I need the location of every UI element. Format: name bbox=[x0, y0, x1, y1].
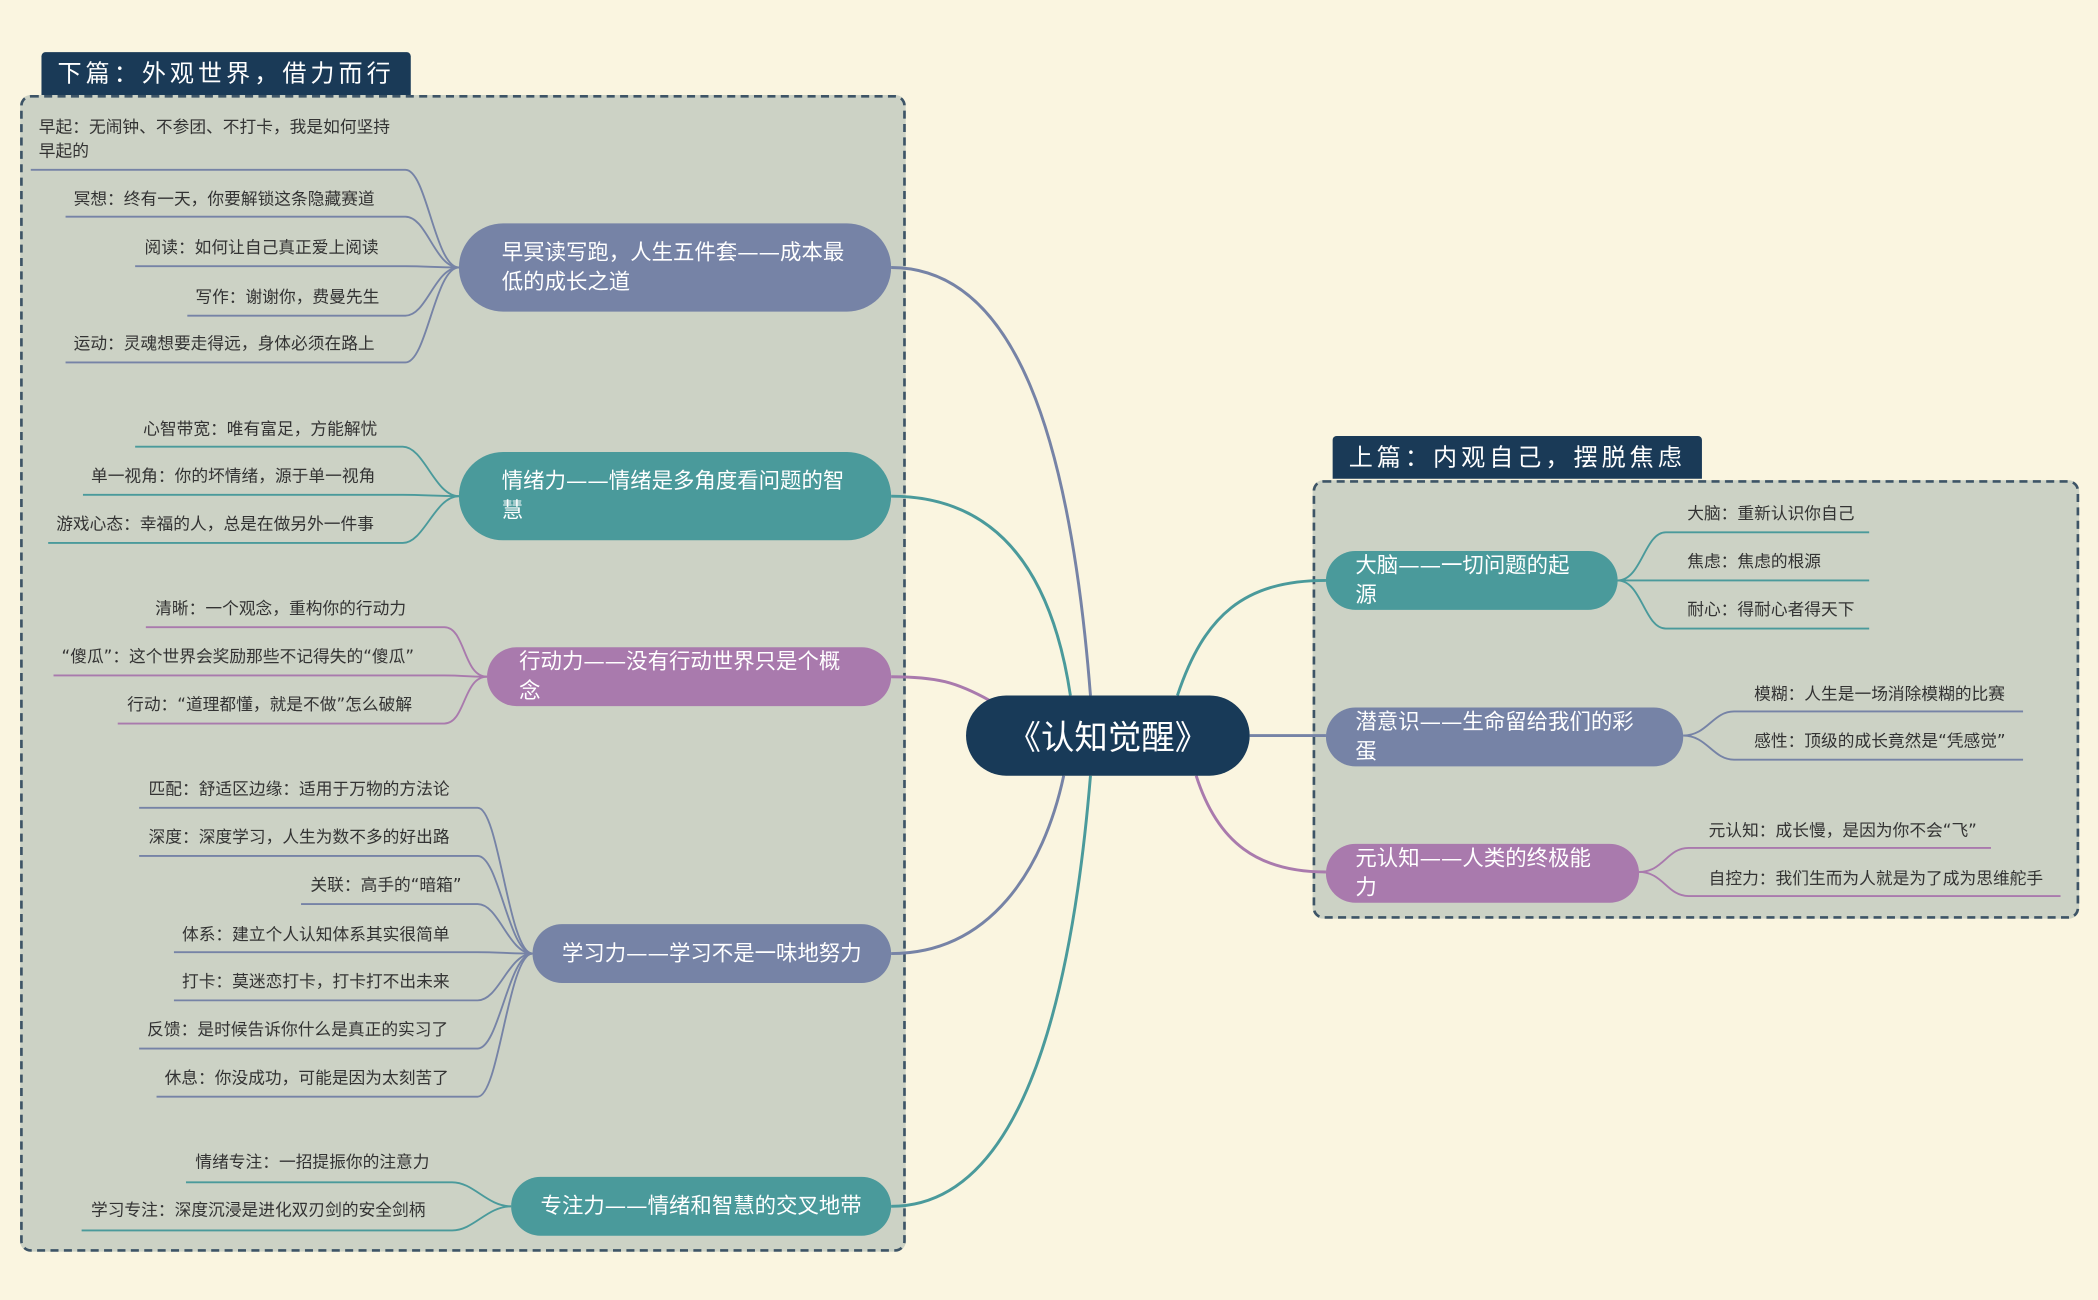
leaf-r0-0: 大脑：重新认识你自己 bbox=[1687, 502, 1855, 523]
leaf-link-l3-5 bbox=[139, 952, 533, 1050]
leaf-l3-2: 关联：高手的“暗箱” bbox=[310, 874, 462, 895]
leaf-link-r2-1 bbox=[1639, 871, 2061, 897]
leaf-l2-1: “傻瓜”：这个世界会奖励那些不记得失的“傻瓜” bbox=[61, 645, 414, 667]
link-central-brain bbox=[1176, 578, 1326, 696]
leaf-r1-0: 模糊：人生是一场消除模糊的比赛 bbox=[1754, 683, 2006, 704]
leaf-r0-1: 焦虑：焦虑的根源 bbox=[1687, 551, 1822, 572]
link-central-learning bbox=[891, 775, 1066, 956]
branch-focus[interactable]: 专注力——情绪和智慧的交叉地带 bbox=[511, 1176, 892, 1236]
leaf-l1-0: 心智带宽：唯有富足，方能解忧 bbox=[143, 418, 378, 439]
leaf-link-l4-1 bbox=[81, 1205, 512, 1232]
leaf-l2-2: 行动：“道理都懂，就是不做”怎么破解 bbox=[127, 694, 413, 715]
leaf-link-r1-0 bbox=[1683, 710, 2024, 737]
leaf-link-l3-4 bbox=[173, 952, 533, 1002]
leaf-l2-0: 清晰：一个观念，重构你的行动力 bbox=[155, 597, 407, 618]
branch-subconscious[interactable]: 潜意识——生命留给我们的彩蛋 bbox=[1325, 707, 1684, 767]
leaf-link-r2-0 bbox=[1639, 846, 1991, 873]
link-central-action bbox=[891, 675, 991, 703]
leaf-r2-0: 元认知：成长慢，是因为你不会“飞” bbox=[1708, 819, 1977, 840]
leaf-link-r0-0 bbox=[1617, 531, 1870, 582]
leaf-link-l2-1 bbox=[53, 674, 488, 678]
leaf-r1-1: 感性：顶级的成长竟然是“凭感觉” bbox=[1754, 730, 2006, 751]
leaf-link-l0-4 bbox=[65, 266, 460, 364]
leaf-l0-1: 冥想：终有一天，你要解锁这条隐藏赛道 bbox=[73, 188, 375, 209]
leaf-link-l0-3 bbox=[187, 266, 460, 317]
leaf-l0-0: 早起：无闹钟、不参团、不打卡，我是如何坚持早起的 bbox=[38, 116, 391, 161]
leaf-link-l0-0 bbox=[30, 168, 460, 269]
right-panel-title: 上篇：内观自己，摆脱焦虑 bbox=[1332, 435, 1702, 479]
leaf-l3-1: 深度：深度学习，人生为数不多的好出路 bbox=[148, 826, 450, 847]
leaf-l1-2: 游戏心态：幸福的人，总是在做另外一件事 bbox=[56, 513, 374, 534]
leaf-link-r1-1 bbox=[1683, 734, 2024, 761]
left-panel-title: 下篇：外观世界，借力而行 bbox=[41, 52, 411, 95]
leaf-r2-1: 自控力：我们生而为人就是为了成为思维舵手 bbox=[1708, 867, 2044, 889]
leaf-link-r0-2 bbox=[1617, 579, 1870, 630]
leaf-l3-3: 体系：建立个人认知体系其实很简单 bbox=[181, 924, 450, 945]
leaf-link-l3-1 bbox=[139, 854, 533, 955]
branch-learning[interactable]: 学习力——学习不是一味地努力 bbox=[532, 924, 892, 983]
leaf-link-l1-0 bbox=[135, 445, 460, 498]
leaf-link-l1-1 bbox=[82, 493, 459, 498]
leaf-link-l3-6 bbox=[156, 952, 533, 1098]
leaf-link-l0-2 bbox=[135, 265, 459, 269]
link-central-five-habits bbox=[891, 266, 1092, 696]
leaf-link-l2-2 bbox=[117, 675, 488, 725]
leaf-l0-2: 阅读：如何让自己真正爱上阅读 bbox=[144, 236, 379, 257]
leaf-r0-2: 耐心：得耐心者得天下 bbox=[1687, 599, 1855, 620]
link-central-emotion bbox=[891, 494, 1072, 696]
leaf-l3-6: 休息：你没成功，可能是因为太刻苦了 bbox=[164, 1067, 449, 1088]
branch-brain[interactable]: 大脑——一切问题的起源 bbox=[1325, 551, 1618, 610]
leaf-l4-0: 情绪专注：一招提振你的注意力 bbox=[195, 1151, 430, 1172]
leaf-link-l4-0 bbox=[185, 1181, 512, 1208]
leaf-link-l3-2 bbox=[301, 903, 533, 955]
leaf-l3-0: 匹配：舒适区边缘：适用于万物的方法论 bbox=[148, 778, 450, 799]
branch-metacognition[interactable]: 元认知——人类的终极能力 bbox=[1325, 843, 1640, 903]
leaf-link-l3-3 bbox=[173, 951, 533, 955]
leaf-link-l0-1 bbox=[65, 215, 460, 269]
leaf-l3-5: 反馈：是时候告诉你什么是真正的实习了 bbox=[147, 1019, 449, 1040]
branch-action[interactable]: 行动力——没有行动世界只是个概念 bbox=[487, 647, 892, 707]
leaf-link-l3-0 bbox=[139, 806, 533, 955]
leaf-l1-1: 单一视角：你的坏情绪，源于单一视角 bbox=[90, 465, 376, 486]
leaf-link-l1-2 bbox=[48, 495, 460, 544]
leaf-l4-1: 学习专注：深度沉浸是进化双刃剑的安全剑柄 bbox=[90, 1199, 426, 1220]
leaf-l0-3: 写作：谢谢你，费曼先生 bbox=[195, 286, 380, 307]
leaf-l3-4: 打卡：莫迷恋打卡，打卡打不出未来 bbox=[181, 970, 450, 992]
leaf-link-l2-0 bbox=[145, 626, 488, 678]
link-central-focus bbox=[891, 775, 1092, 1208]
central-topic[interactable]: 《认知觉醒》 bbox=[966, 695, 1250, 776]
leaf-l0-4: 运动：灵魂想要走得远，身体必须在路上 bbox=[73, 333, 375, 354]
branch-emotion[interactable]: 情绪力——情绪是多角度看问题的智慧 bbox=[458, 452, 892, 541]
link-central-metacognition bbox=[1194, 775, 1326, 874]
branch-five-habits[interactable]: 早冥读写跑，人生五件套——成本最低的成长之道 bbox=[458, 223, 892, 312]
